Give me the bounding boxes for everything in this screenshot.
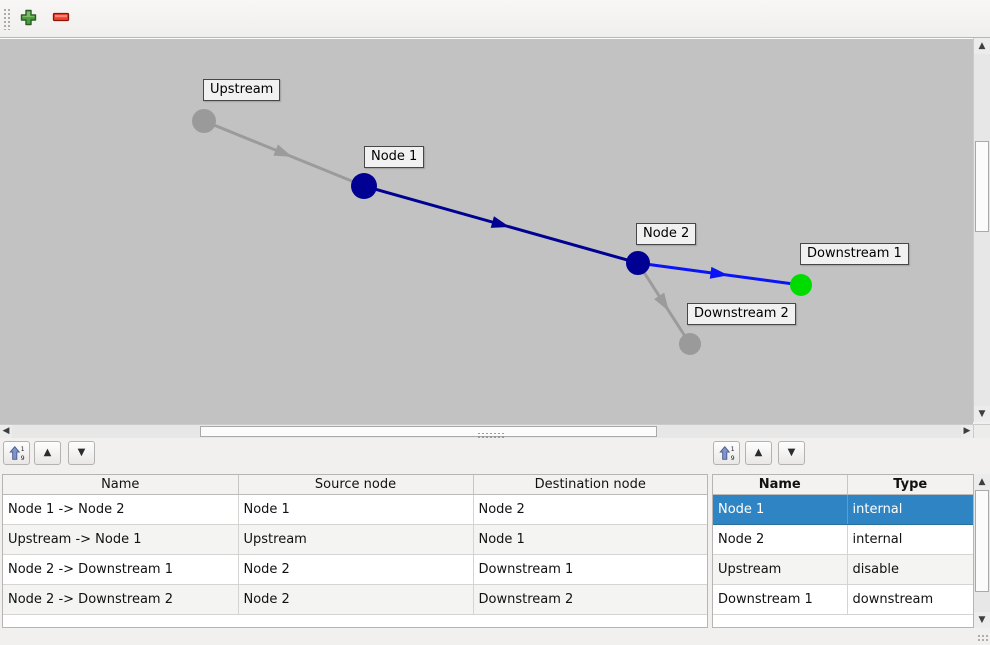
table-cell: Node 2: [473, 494, 707, 525]
column-header[interactable]: Name: [3, 475, 239, 495]
scrollbar-corner: [973, 424, 990, 438]
node-label-node-1: Node 1: [364, 146, 425, 168]
edge-arrow-icon: [654, 292, 669, 312]
edge-arrow-icon: [490, 216, 510, 228]
svg-text:1: 1: [20, 446, 24, 453]
main-toolbar: [0, 0, 990, 38]
node-label-node-2: Node 2: [636, 223, 697, 245]
move-link-up-button[interactable]: ▲: [34, 441, 61, 465]
table-cell: Node 1: [473, 524, 707, 555]
graph-node-upstream[interactable]: [192, 109, 216, 133]
column-header[interactable]: Source node: [238, 475, 474, 495]
table-cell: Upstream: [713, 554, 848, 585]
table-cell: Node 2: [238, 584, 474, 615]
sort-ascending-icon: 1 9: [718, 445, 734, 462]
arrow-down-icon: ▼: [787, 447, 796, 458]
move-node-down-button[interactable]: ▼: [778, 441, 805, 465]
table-cell: Node 1 -> Node 2: [3, 494, 239, 525]
graph-node-downstream-1[interactable]: [790, 274, 812, 296]
table-cell: disable: [847, 554, 973, 585]
add-node-button[interactable]: [15, 6, 41, 32]
node-label-upstream: Upstream: [203, 79, 281, 101]
column-header[interactable]: Name: [713, 475, 848, 495]
arrow-up-icon: ▲: [43, 447, 52, 458]
canvas-horizontal-scrollbar[interactable]: ◀ ▶: [0, 424, 973, 438]
horizontal-scroll-thumb[interactable]: [200, 426, 657, 437]
graph-node-downstream-2[interactable]: [679, 333, 701, 355]
scroll-right-icon[interactable]: ▶: [961, 425, 973, 438]
table-cell: Node 2: [713, 524, 848, 555]
graph-node-node-1[interactable]: [351, 173, 377, 199]
remove-node-button[interactable]: [48, 6, 74, 32]
plus-icon: [19, 8, 38, 31]
scroll-up-icon[interactable]: ▲: [974, 38, 990, 54]
edge-arrow-icon: [709, 266, 729, 279]
move-node-up-button[interactable]: ▲: [745, 441, 772, 465]
canvas-vertical-scrollbar[interactable]: ▲ ▼: [973, 38, 990, 422]
move-link-down-button[interactable]: ▼: [68, 441, 95, 465]
table-cell: downstream: [847, 584, 973, 615]
toolbar-grip[interactable]: [3, 8, 11, 30]
table-cell: Downstream 1: [473, 554, 707, 585]
table-cell: internal: [847, 494, 973, 525]
svg-text:9: 9: [20, 455, 24, 462]
table-cell: Node 1: [713, 494, 848, 525]
sort-links-button[interactable]: 1 9: [3, 441, 30, 465]
table-cell: Upstream: [238, 524, 474, 555]
scroll-up-icon[interactable]: ▲: [974, 474, 990, 490]
scroll-left-icon[interactable]: ◀: [0, 425, 12, 438]
column-header[interactable]: Destination node: [473, 475, 707, 495]
table-cell: internal: [847, 524, 973, 555]
column-header[interactable]: Type: [847, 475, 973, 495]
table-cell: Downstream 1: [713, 584, 848, 615]
minus-icon: [52, 10, 70, 28]
svg-text:9: 9: [730, 455, 734, 462]
table-cell: Node 2: [238, 554, 474, 585]
node-label-downstream-2: Downstream 2: [687, 303, 796, 325]
scroll-down-icon[interactable]: ▼: [974, 406, 990, 422]
table-scroll-thumb[interactable]: [975, 490, 989, 592]
table-cell: Downstream 2: [473, 584, 707, 615]
graph-svg: [192, 109, 812, 355]
table-cell: Node 2 -> Downstream 1: [3, 554, 239, 585]
sort-nodes-button[interactable]: 1 9: [713, 441, 740, 465]
sort-ascending-icon: 1 9: [8, 445, 24, 462]
table-cell: Upstream -> Node 1: [3, 524, 239, 555]
arrow-up-icon: ▲: [754, 447, 763, 458]
vertical-scroll-thumb[interactable]: [975, 141, 989, 232]
window-resize-grip[interactable]: [977, 634, 988, 643]
svg-text:1: 1: [730, 446, 734, 453]
nodes-table-scrollbar[interactable]: ▲ ▼: [974, 474, 990, 628]
node-label-downstream-1: Downstream 1: [800, 243, 909, 265]
table-cell: Node 1: [238, 494, 474, 525]
graph-node-node-2[interactable]: [626, 251, 650, 275]
table-cell: Node 2 -> Downstream 2: [3, 584, 239, 615]
edge-arrow-icon: [273, 144, 293, 157]
arrow-down-icon: ▼: [77, 447, 86, 458]
pane-splitter-handle[interactable]: [476, 433, 504, 439]
scroll-down-icon[interactable]: ▼: [974, 612, 990, 628]
